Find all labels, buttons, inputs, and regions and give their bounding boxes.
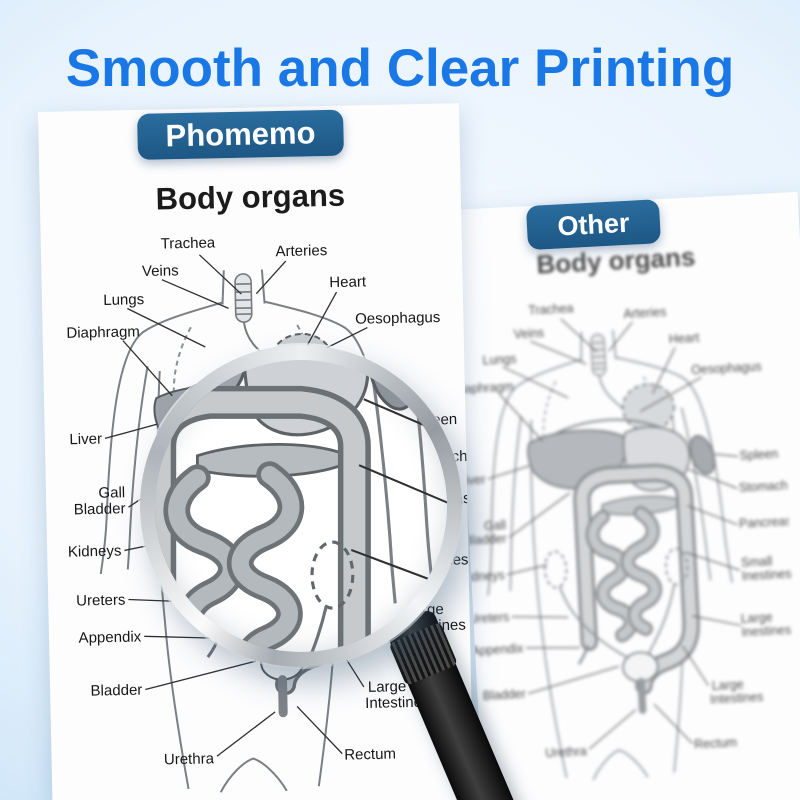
sheet-other: Body organs Other — [452, 191, 800, 800]
other-badge: Other — [525, 199, 662, 251]
magnified-anatomy — [155, 360, 447, 652]
magnifier-lens — [155, 360, 447, 652]
headline: Smooth and Clear Printing — [65, 39, 735, 98]
anatomy-diagram-other — [452, 273, 800, 791]
magnifier-rim — [140, 345, 462, 667]
printed-content-other: Body organs — [452, 192, 800, 800]
phomemo-badge: Phomemo — [137, 109, 344, 160]
paper-other: Body organs — [452, 191, 800, 800]
